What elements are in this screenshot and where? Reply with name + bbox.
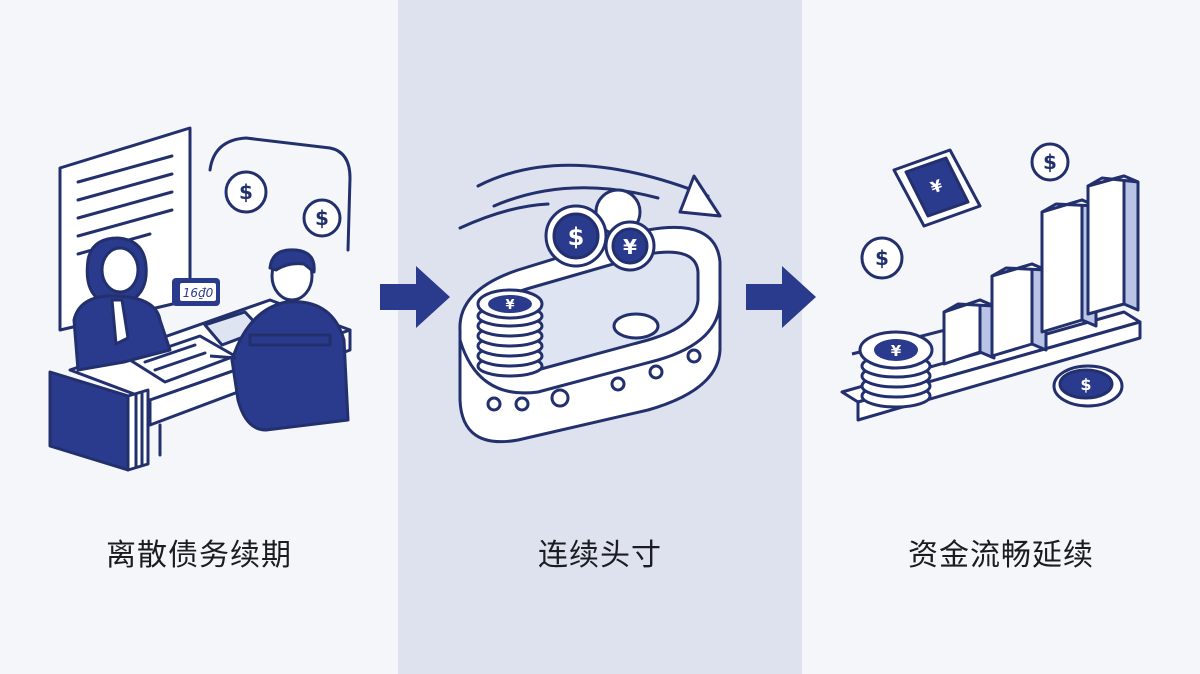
svg-text:$: $ (568, 223, 585, 251)
step-panel-growth: ¥ $ $ $ ¥ 资金流畅延续 (802, 0, 1200, 674)
coin-stack-icon (858, 330, 934, 409)
svg-text:¥: ¥ (505, 298, 514, 313)
svg-text:$: $ (315, 206, 329, 230)
coin-stack-icon (476, 288, 544, 378)
arrow-right-icon (746, 266, 816, 328)
svg-text:¥: ¥ (623, 235, 637, 259)
svg-text:$: $ (875, 246, 889, 270)
growth-bars-icon: ¥ $ $ $ ¥ (840, 142, 1142, 422)
step-label-continuous: 连续头寸 (538, 538, 662, 573)
arrow-right-icon (380, 266, 450, 328)
step-panel-renewal: $ $ 16₫0 (0, 0, 398, 674)
step-panel-continuous: ¥ $ ¥ 连续头寸 (398, 0, 802, 674)
yen-coin-icon: ¥ (488, 295, 532, 313)
svg-text:$: $ (1043, 150, 1057, 174)
banknote-icon (892, 148, 982, 228)
flying-coins-icon (544, 188, 656, 272)
banker-person-icon (209, 248, 350, 432)
step-label-growth: 资金流畅延续 (908, 538, 1094, 573)
price-display-icon (172, 278, 220, 306)
step-label-renewal: 离散债务续期 (106, 538, 292, 573)
binders-icon (48, 370, 150, 472)
svg-text:$: $ (1080, 375, 1091, 394)
svg-text:$: $ (239, 180, 253, 204)
dollar-coin-icon (224, 170, 342, 238)
svg-text:¥: ¥ (891, 342, 902, 360)
bar-chart-icon (942, 174, 1140, 366)
screen-text: 16₫0 (183, 286, 214, 300)
client-person-icon (72, 236, 172, 372)
dollar-coin-icon (860, 142, 1070, 280)
coin-conveyor-icon: ¥ $ ¥ (458, 163, 722, 444)
loan-meeting-icon: $ $ 16₫0 (48, 126, 352, 472)
dollar-coin-icon (1052, 364, 1124, 408)
